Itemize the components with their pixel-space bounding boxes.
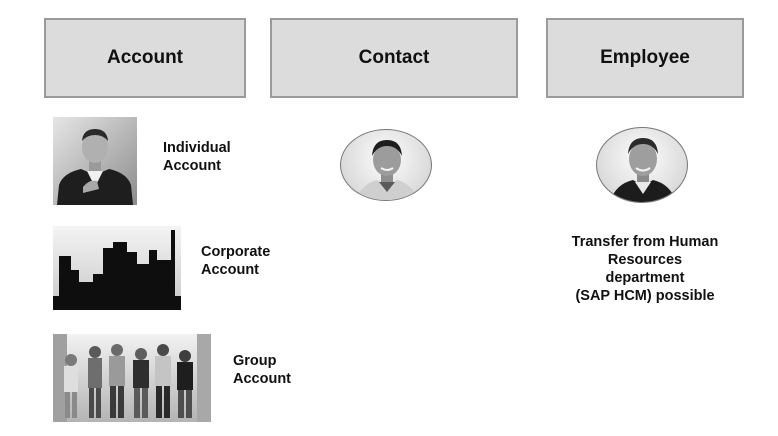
- group-photo: [53, 334, 211, 422]
- employee-transfer-note: Transfer from Human Resources department…: [546, 233, 744, 305]
- account-header: Account: [44, 18, 246, 98]
- employee-header: Employee: [546, 18, 744, 98]
- corporate-account-label: Corporate Account: [201, 243, 270, 279]
- individual-account-label: Individual Account: [163, 139, 231, 175]
- contact-avatar: [340, 129, 432, 201]
- contact-header-label: Contact: [359, 47, 430, 69]
- individual-photo: [53, 117, 137, 205]
- contact-header: Contact: [270, 18, 518, 98]
- account-header-label: Account: [107, 47, 183, 69]
- employee-header-label: Employee: [600, 47, 690, 69]
- group-account-label: Group Account: [233, 352, 291, 388]
- city-skyline-photo: [53, 226, 181, 310]
- employee-avatar: [596, 127, 688, 203]
